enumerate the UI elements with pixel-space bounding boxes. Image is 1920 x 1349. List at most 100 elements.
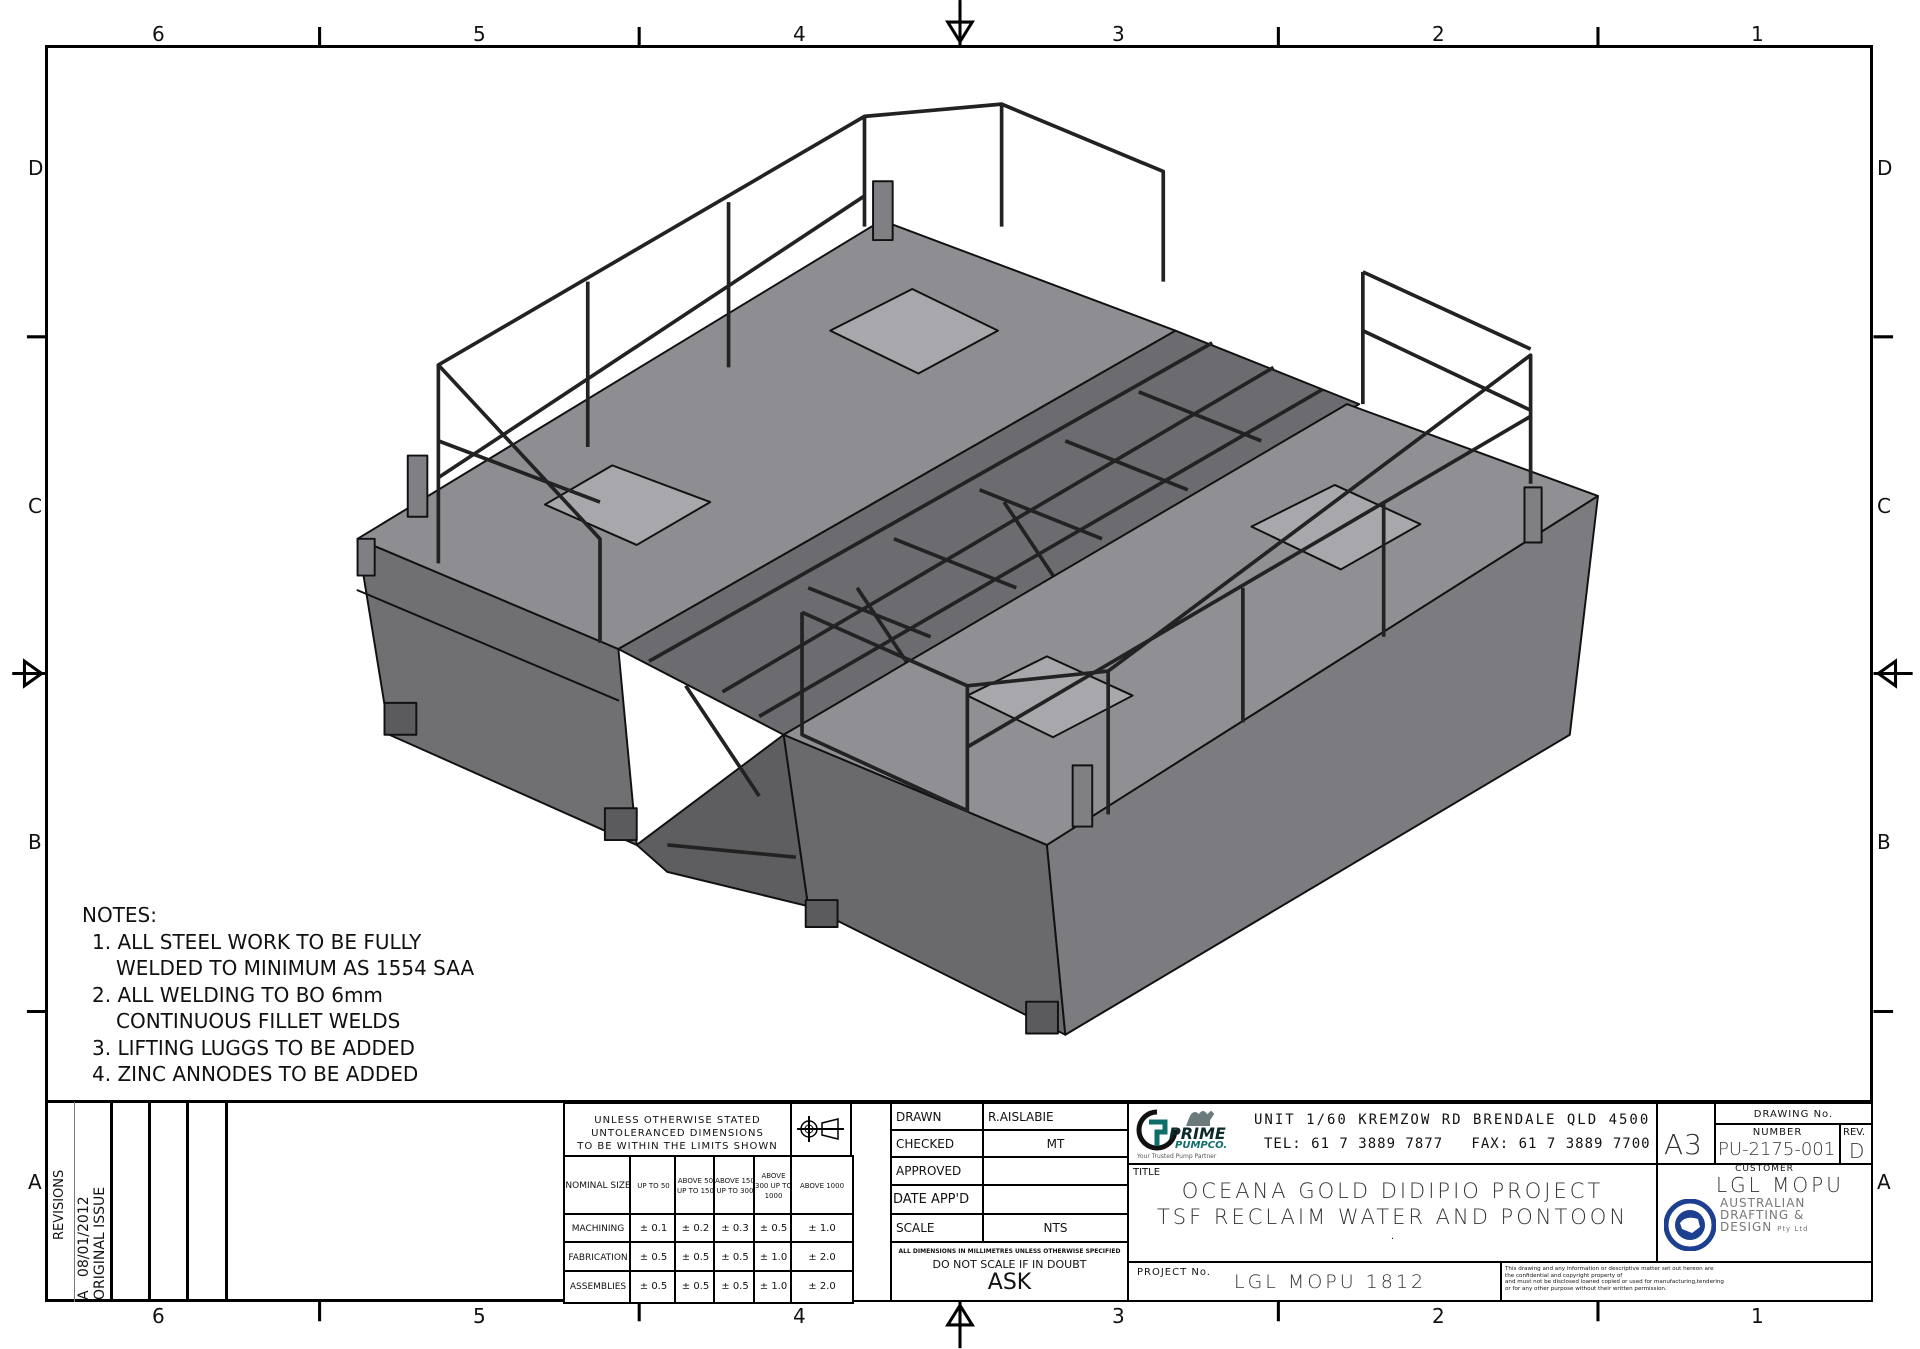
drawing-number: PU-2175-001 [1718,1139,1836,1160]
ask-note: ASK [987,1270,1032,1295]
corner-posts [356,180,1543,828]
drawing-no-label: DRAWING No. [1714,1102,1873,1125]
checked-value: MT [982,1129,1129,1158]
tolerance-cell: ± 1.0 [753,1270,794,1304]
zone-row-d: D [28,156,44,180]
tolerance-cell: ± 2.0 [790,1241,854,1274]
note-2: 2. ALL WELDING TO BO 6mm [92,982,383,1007]
company-block: PRIME PUMPCO. Your Trusted Pump Partner … [1127,1102,1658,1165]
company-name: PRIME [1169,1124,1226,1143]
drafter-line-2: DRAFTING & [1720,1208,1805,1222]
tolerance-row-label: ASSEMBLIES [563,1270,633,1304]
note-1: 1. ALL STEEL WORK TO BE FULLY [92,929,422,954]
company-name-2: PUMPCO. [1175,1140,1228,1151]
tolerance-cell: ± 0.5 [629,1241,678,1274]
tolerance-cell: ± 2.0 [790,1270,854,1304]
notes-heading: NOTES: [82,903,157,927]
zone-col-1-bottom: 1 [1751,1304,1764,1328]
disclaimer-line: or for any other purpose without their w… [1505,1285,1667,1292]
dimensions-note: ALL DIMENSIONS IN MILLIMETRES UNLESS OTH… [898,1248,1121,1255]
drawn-value: R.AISLABIE [982,1102,1129,1131]
zone-row-b-right: B [1877,830,1891,854]
zone-col-2: 2 [1432,22,1445,46]
tolerance-column-header: ABOVE 1000 [790,1155,854,1217]
customer-name: LGL MOPU [1716,1173,1844,1197]
zone-row-c-right: C [1877,494,1891,518]
approved-value [982,1156,1129,1186]
zone-col-6-bottom: 6 [152,1304,165,1328]
tolerance-cell: ± 0.3 [713,1213,757,1245]
project-number-label: PROJECT No. [1137,1267,1211,1278]
drafter-line-1: AUSTRALIAN [1720,1196,1806,1210]
camel-icon [1186,1110,1215,1127]
revision-label: REV. [1843,1127,1865,1138]
tolerance-column-header: UP TO 50 [629,1155,678,1217]
tolerance-row-label: MACHINING [563,1213,633,1245]
date-approved-label: DATE APP'D [890,1184,984,1215]
note-4: 4. ZINC ANNODES TO BE ADDED [92,1062,419,1086]
title-cell: TITLE OCEANA GOLD DIDIPIO PROJECT TSF RE… [1127,1163,1658,1263]
zone-col-1: 1 [1751,22,1764,46]
zone-ticks [26,26,1894,1322]
revision-value: D [1849,1139,1868,1163]
revisions-label: REVISIONS [52,1169,67,1240]
drafter-line-3: DESIGN [1720,1220,1773,1234]
checked-label: CHECKED [890,1129,984,1158]
project-number-cell: PROJECT No. LGL MOPU 1812 [1127,1261,1502,1302]
note-3: 3. LIFTING LUGGS TO BE ADDED [92,1035,415,1060]
approved-label: APPROVED [890,1156,984,1186]
frame-members [648,341,1324,860]
prime-pumpco-logo-icon [1136,1109,1178,1151]
customer-block: CUSTOMER LGL MOPU AUSTRALIAN DRAFTING & … [1656,1163,1873,1263]
australian-drafting-design-logo-icon [1664,1199,1716,1251]
note-2-cont: CONTINUOUS FILLET WELDS [116,1009,401,1033]
centring-arrows [12,0,1913,1349]
zone-col-5: 5 [473,22,486,46]
note-1-cont: WELDED TO MINIMUM AS 1554 SAA [116,956,475,980]
zone-col-4: 4 [793,22,806,46]
zone-row-d-right: D [1877,156,1893,180]
sheet-size: A3 [1664,1128,1703,1161]
zone-row-a-right: A [1877,1170,1891,1194]
zone-col-3-bottom: 3 [1112,1304,1125,1328]
hull-feet [383,701,1059,1035]
projection-symbol [790,1102,852,1157]
customer-label: CUSTOMER [1735,1164,1794,1174]
zone-col-4-bottom: 4 [793,1304,806,1328]
tolerance-header-1: UNLESS OTHERWISE STATED [594,1115,761,1126]
date-approved-value [982,1184,1129,1215]
third-angle-projection-icon [797,1116,844,1142]
zone-row-b: B [28,830,42,854]
scale-label: SCALE [890,1213,984,1243]
project-number-value: LGL MOPU 1812 [1234,1271,1427,1293]
zone-col-3: 3 [1112,22,1125,46]
copyright-disclaimer: This drawing and any information or desc… [1500,1261,1873,1302]
zone-row-a: A [28,1170,42,1194]
zone-row-c: C [28,494,42,518]
revision-letter: A [76,1290,92,1300]
title-line-3: . [1390,1231,1395,1242]
general-notes: NOTES: 1. ALL STEEL WORK TO BE FULLY WEL… [82,902,474,1088]
company-address: UNIT 1/60 KREMZOW RD BRENDALE QLD 4500 [1254,1112,1651,1128]
tolerance-cell: ± 0.5 [629,1270,678,1304]
title-line-2: TSF RECLAIM WATER AND PONTOON [1156,1205,1629,1229]
company-tagline: Your Trusted Pump Partner [1137,1153,1217,1160]
tolerance-header-2: UNTOLERANCED DIMENSIONS [591,1128,764,1139]
revision-date: 08/01/2012 [76,1196,92,1278]
tolerance-cell: ± 0.5 [713,1270,757,1304]
drafter-suffix: Pty Ltd [1777,1225,1809,1233]
do-not-scale-note: DO NOT SCALE IF IN DOUBT [932,1258,1087,1271]
tolerance-column-header: NOMINAL SIZE [563,1155,633,1217]
tolerance-cell: ± 0.5 [674,1270,717,1304]
disclaimer-line: the confidential and copyright property … [1505,1272,1623,1279]
handrails [436,102,1533,815]
tolerance-column-header: ABOVE 300 UP TO 1000 [753,1155,794,1217]
tolerance-cell: ± 1.0 [790,1213,854,1245]
drawn-label: DRAWN [890,1102,984,1131]
revision-description: ORIGINAL ISSUE [92,1186,108,1300]
title-line-1: OCEANA GOLD DIDIPIO PROJECT [1181,1179,1604,1203]
scale-value: NTS [982,1213,1129,1243]
zone-col-2-bottom: 2 [1432,1304,1445,1328]
disclaimer-line: and must not be disclosed loaned copied … [1505,1279,1724,1286]
